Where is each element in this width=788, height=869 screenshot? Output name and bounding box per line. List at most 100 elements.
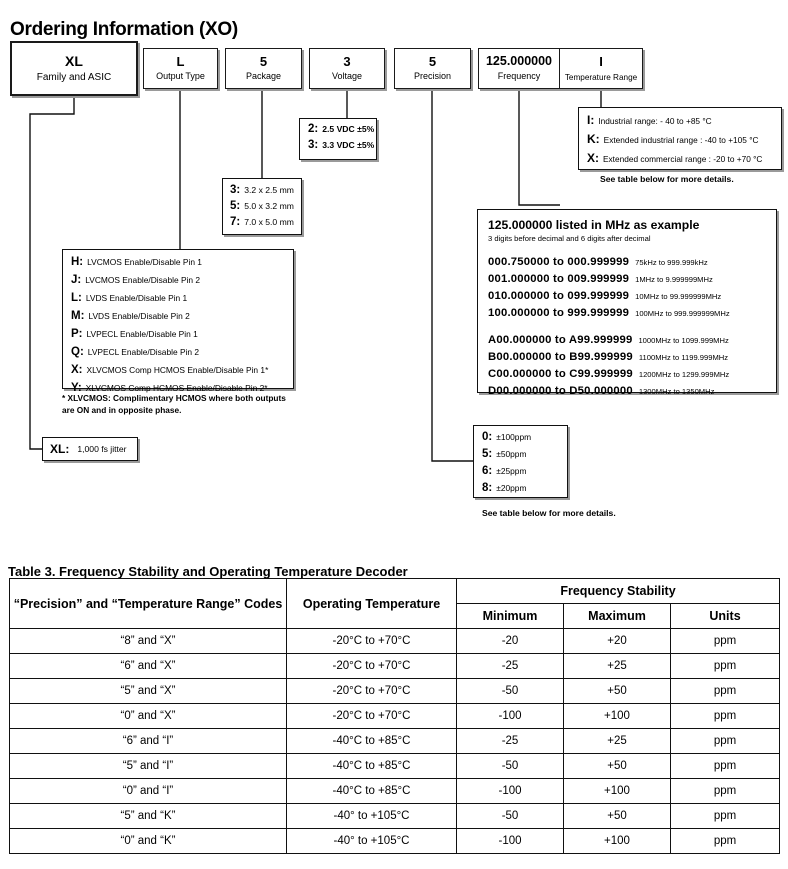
cell-maximum: +50 [563, 803, 671, 829]
cell-maximum: +100 [563, 703, 671, 729]
option-row: J: LVCMOS Enable/Disable Pin 2 [71, 274, 293, 286]
cell-minimum: -50 [456, 803, 564, 829]
table-row: “6” and “X” -20°C to +70°C -25 +25 ppm [9, 653, 781, 679]
header-minimum: Minimum [456, 603, 564, 629]
code-value: XL [65, 52, 83, 69]
cell-maximum: +25 [563, 728, 671, 754]
option-key: 3: [308, 139, 319, 151]
option-row: L: LVDS Enable/Disable Pin 1 [71, 292, 293, 304]
cell-codes: “6” and “X” [9, 653, 287, 679]
frequency-stability-decoder-table: “Precision” and “Temperature Range” Code… [9, 578, 781, 854]
cell-maximum: +50 [563, 753, 671, 779]
code-caption: Output Type [156, 71, 205, 82]
cell-operating-temperature: -20°C to +70°C [286, 628, 457, 654]
code-caption: Voltage [331, 71, 363, 82]
option-text: LVCMOS Enable/Disable Pin 2 [85, 275, 201, 285]
option-key: M: [71, 310, 85, 322]
cell-units: ppm [669, 828, 781, 854]
option-row: 0: ±100ppm [482, 431, 567, 443]
option-row: Q: LVPECL Enable/Disable Pin 2 [71, 346, 293, 358]
frequency-range-row: 001.000000 to 009.999999 1MHz to 9.99999… [488, 273, 776, 285]
cell-units: ppm [669, 678, 781, 704]
frequency-note: 75kHz to 999.999kHz [635, 258, 708, 267]
code-box-voltage: 3 Voltage [309, 48, 385, 89]
cell-units: ppm [669, 628, 781, 654]
cell-operating-temperature: -20°C to +70°C [286, 678, 457, 704]
frequency-note: 1300MHz to 1350MHz [638, 387, 715, 396]
cell-codes: “8” and “X” [9, 628, 287, 654]
option-key: 7: [230, 216, 241, 228]
option-text: LVDS Enable/Disable Pin 2 [88, 311, 190, 321]
code-caption: Temperature Range [564, 72, 638, 82]
option-text: 2.5 VDC ±5% [322, 124, 375, 134]
table-header-row-sub: Minimum Maximum Units [10, 603, 781, 629]
option-key: 5: [230, 200, 241, 212]
frequency-range: D00.000000 to D50.000000 [488, 385, 633, 397]
option-row: X: Extended commercial range : -20 to +7… [587, 151, 773, 165]
cell-maximum: +20 [563, 628, 671, 654]
cell-operating-temperature: -40°C to +85°C [286, 753, 457, 779]
cell-units: ppm [669, 803, 781, 829]
frequency-note: 1MHz to 9.999999MHz [635, 275, 713, 284]
frequency-note: 1000MHz to 1099.999MHz [638, 336, 729, 345]
cell-minimum: -100 [456, 828, 564, 854]
option-text: 5.0 x 3.2 mm [244, 201, 294, 211]
option-key: 5: [482, 448, 493, 460]
code-caption: Precision [413, 71, 451, 82]
frequency-range: 010.000000 to 099.999999 [488, 290, 630, 302]
code-value: 5 [259, 53, 268, 69]
header-operating-temperature: Operating Temperature [286, 578, 457, 629]
option-row: Y: XLVCMOS Comp HCMOS Enable/Disable Pin… [71, 382, 293, 394]
code-box-output-type: L Output Type [143, 48, 218, 89]
cell-units: ppm [669, 703, 781, 729]
header-frequency-stability: Frequency Stability [455, 578, 781, 604]
callout-package: 3: 3.2 x 2.5 mm 5: 5.0 x 3.2 mm 7: 7.0 x… [222, 178, 302, 235]
frequency-range-row: D00.000000 to D50.000000 1300MHz to 1350… [488, 385, 776, 397]
table-row: “8” and “X” -20°C to +70°C -20 +20 ppm [9, 628, 781, 654]
cell-maximum: +100 [563, 778, 671, 804]
cell-codes: “6” and “I” [9, 728, 287, 754]
cell-minimum: -25 [456, 653, 564, 679]
cell-units: ppm [669, 778, 781, 804]
code-box-temperature-range: I Temperature Range [559, 48, 643, 89]
option-key: H: [71, 256, 84, 268]
option-key: X: [71, 364, 83, 376]
frequency-range: 100.000000 to 999.999999 [488, 307, 630, 319]
option-key: 3: [230, 184, 241, 196]
option-key: 0: [482, 431, 493, 443]
option-text: LVPECL Enable/Disable Pin 2 [87, 347, 200, 357]
option-text: LVDS Enable/Disable Pin 1 [85, 293, 188, 303]
table-row: “5” and “X” -20°C to +70°C -50 +50 ppm [9, 678, 781, 704]
option-text: Extended industrial range : -40 to +105 … [603, 135, 759, 145]
code-value: L [176, 53, 185, 69]
header-units: Units [669, 603, 781, 629]
code-box-family: XL Family and ASIC [10, 41, 138, 96]
option-text: XLVCMOS Comp HCMOS Enable/Disable Pin 1* [86, 365, 269, 375]
code-box-package: 5 Package [225, 48, 302, 89]
cell-codes: “0” and “K” [9, 828, 287, 854]
cell-maximum: +50 [563, 678, 671, 704]
option-key: J: [71, 274, 82, 286]
option-text: 3.2 x 2.5 mm [244, 185, 294, 195]
cell-codes: “0” and “X” [9, 703, 287, 729]
option-row: P: LVPECL Enable/Disable Pin 1 [71, 328, 293, 340]
option-row: 8: ±20ppm [482, 482, 567, 494]
callout-frequency: 125.000000 listed in MHz as example 3 di… [477, 209, 777, 397]
callout-voltage: 2: 2.5 VDC ±5% 3: 3.3 VDC ±5% [299, 118, 377, 160]
option-row: H: LVCMOS Enable/Disable Pin 1 [71, 256, 293, 268]
option-text: Industrial range: - 40 to +85 °C [598, 116, 712, 126]
code-box-frequency: 125.000000 Frequency [478, 48, 560, 89]
code-caption: Package [245, 71, 282, 82]
cell-units: ppm [669, 653, 781, 679]
option-row: 3: 3.3 VDC ±5% [308, 139, 376, 151]
cell-units: ppm [669, 753, 781, 779]
frequency-note: 1200MHz to 1299.999MHz [638, 370, 730, 379]
option-row: 3: 3.2 x 2.5 mm [230, 184, 301, 196]
cell-codes: “0” and “I” [9, 778, 287, 804]
code-caption: Frequency [497, 70, 541, 81]
frequency-range-row: 010.000000 to 099.999999 10MHz to 99.999… [488, 290, 776, 302]
frequency-note: 10MHz to 99.999999MHz [635, 292, 722, 301]
option-text: LVPECL Enable/Disable Pin 1 [86, 329, 198, 339]
callout-output-type: H: LVCMOS Enable/Disable Pin 1 J: LVCMOS… [62, 249, 294, 394]
